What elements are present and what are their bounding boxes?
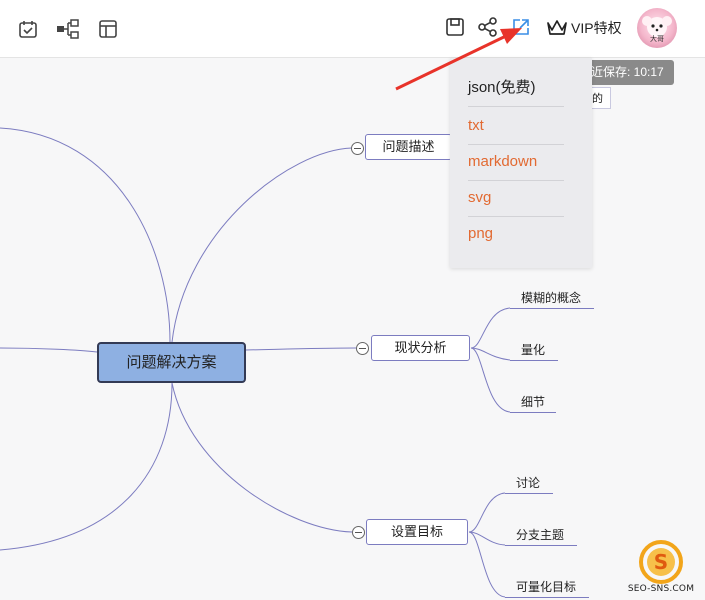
save-status: 近保存: 10:17 (583, 60, 674, 85)
export-menu: json(免费) txt markdown svg png (450, 58, 592, 268)
leaf-underline (510, 308, 594, 309)
export-json-item[interactable]: json(免费) (468, 70, 564, 107)
collapse-toggle-set-goals[interactable] (352, 526, 365, 539)
branch-node-problem-description[interactable]: 问题描述 (365, 134, 452, 160)
svg-text:S: S (654, 550, 668, 574)
collapse-toggle-problem-description[interactable] (351, 142, 364, 155)
branch-node-set-goals[interactable]: 设置目标 (366, 519, 468, 545)
mindmap-connectors (0, 127, 511, 598)
leaf-underline (510, 360, 558, 361)
watermark-logo-icon: S (639, 540, 683, 584)
vip-button[interactable]: VIP特权 (546, 17, 622, 39)
leaf-node[interactable]: 量化 (521, 343, 546, 357)
export-txt-item[interactable]: txt (468, 108, 564, 145)
layout-icon[interactable] (98, 19, 118, 39)
partial-node[interactable]: 的 (592, 87, 611, 109)
mindmap-canvas[interactable]: 问题解决方案 问题描述 现状分析 模糊的概念 量化 细节 设置目标 讨论 分支主… (0, 58, 705, 600)
leaf-node[interactable]: 细节 (521, 395, 546, 409)
leaf-underline (505, 493, 553, 494)
leaf-underline (505, 545, 577, 546)
leaf-node[interactable]: 可量化目标 (516, 580, 577, 594)
collapse-toggle-current-analysis[interactable] (356, 342, 369, 355)
export-png-item[interactable]: png (468, 225, 494, 242)
watermark: S SEO-SNS.COM (617, 538, 705, 600)
export-markdown-item[interactable]: markdown (468, 144, 564, 181)
toolbar: VIP特权 大哥 (0, 0, 705, 58)
leaf-underline (505, 597, 589, 598)
vip-label: VIP特权 (571, 20, 622, 36)
leaf-node[interactable]: 讨论 (516, 476, 541, 490)
leaf-node[interactable]: 模糊的概念 (521, 291, 582, 305)
calendar-check-icon[interactable] (18, 19, 38, 39)
mindmap-structure-icon[interactable] (56, 19, 80, 39)
export-icon[interactable] (511, 17, 531, 37)
branch-node-current-analysis[interactable]: 现状分析 (371, 335, 470, 361)
export-svg-item[interactable]: svg (468, 180, 564, 217)
save-icon[interactable] (445, 17, 465, 37)
leaf-node[interactable]: 分支主题 (516, 528, 565, 542)
share-icon[interactable] (478, 17, 498, 37)
leaf-underline (510, 412, 556, 413)
avatar[interactable]: 大哥 (637, 8, 677, 48)
crown-icon (546, 18, 568, 39)
avatar-caption: 大哥 (650, 35, 664, 43)
watermark-text: SEO-SNS.COM (627, 584, 695, 594)
root-node[interactable]: 问题解决方案 (97, 342, 246, 383)
